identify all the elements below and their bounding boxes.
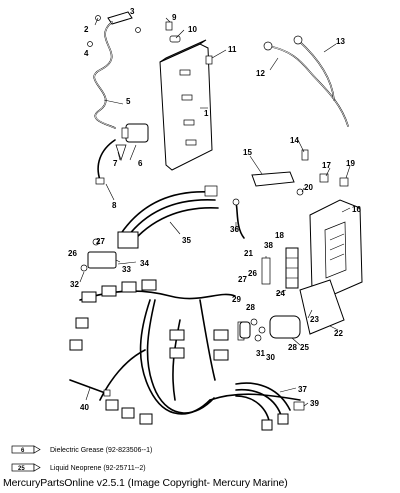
legend-num: 6 — [21, 448, 25, 454]
callout-39: 39 — [310, 399, 319, 408]
fuse-holder — [261, 247, 299, 289]
callout-leaders — [79, 17, 351, 407]
temperature-sensor — [95, 139, 116, 185]
sub-harness-37 — [235, 382, 305, 431]
cable-clamp-strap — [93, 11, 133, 129]
callout-17: 17 — [322, 161, 331, 170]
callout-40: 40 — [80, 403, 89, 412]
callout-20: 20 — [304, 183, 313, 192]
callout-36: 36 — [230, 225, 239, 234]
callout-14: 14 — [290, 136, 299, 145]
callout-32: 32 — [70, 280, 79, 289]
wire-harness-35 — [117, 185, 219, 249]
callout-19: 19 — [346, 159, 355, 168]
callout-37: 37 — [298, 385, 307, 394]
callout-30: 30 — [266, 353, 275, 362]
callout-7: 7 — [113, 159, 118, 168]
callout-27a: 27 — [96, 237, 105, 246]
legend-label: Dielectric Grease (92-823506--1) — [50, 447, 152, 454]
terminal-block — [80, 238, 117, 272]
callout-31: 31 — [256, 349, 265, 358]
mounting-bracket — [159, 39, 213, 171]
callout-26a: 26 — [68, 249, 77, 258]
callout-5: 5 — [126, 97, 131, 106]
battery-cables — [263, 35, 349, 127]
callout-15: 15 — [243, 148, 252, 157]
callout-38: 38 — [264, 241, 273, 250]
engine-control-module — [309, 199, 363, 297]
callout-28b: 28 — [288, 343, 297, 352]
legend-num: 25 — [18, 466, 25, 472]
callout-23: 23 — [310, 315, 319, 324]
callout-13: 13 — [336, 37, 345, 46]
ground-wire — [232, 198, 245, 239]
callout-6: 6 — [138, 159, 143, 168]
callout-16: 16 — [352, 205, 361, 214]
callout-33: 33 — [122, 265, 131, 274]
bracket-screws — [87, 15, 141, 47]
main-engine-harness — [69, 279, 301, 425]
callout-2: 2 — [84, 25, 89, 34]
callout-24: 24 — [276, 289, 285, 298]
callout-34: 34 — [140, 259, 149, 268]
cable-tie — [69, 379, 111, 397]
callout-26b: 26 — [248, 269, 257, 278]
callout-9: 9 — [172, 13, 177, 22]
hardware-9-10-11 — [165, 21, 213, 65]
ignition-coil — [115, 123, 149, 162]
callout-25: 25 — [300, 343, 309, 352]
callout-22: 22 — [334, 329, 343, 338]
callout-35: 35 — [182, 236, 191, 245]
callout-labels: 1 2 3 4 5 6 7 8 9 10 11 12 13 14 15 16 1… — [68, 7, 361, 412]
callout-11: 11 — [228, 45, 237, 54]
legend-label: Liquid Neoprene (92-25711--2) — [50, 465, 146, 472]
legend-item-liquid-neoprene: 25 Liquid Neoprene (92-25711--2) — [11, 463, 146, 472]
callout-29: 29 — [232, 295, 241, 304]
callout-1: 1 — [204, 109, 209, 118]
callout-27b: 27 — [238, 275, 247, 284]
legend: 6 Dielectric Grease (92-823506--1) 25 Li… — [11, 445, 152, 472]
callout-8: 8 — [112, 201, 117, 210]
legend-item-dielectric-grease: 6 Dielectric Grease (92-823506--1) — [11, 445, 152, 454]
callout-18: 18 — [275, 231, 284, 240]
callout-10: 10 — [188, 25, 197, 34]
callout-4: 4 — [84, 49, 89, 58]
copyright-footer: MercuryPartsOnline v2.5.1 (Image Copyrig… — [3, 477, 288, 489]
hardware-14-20 — [251, 149, 349, 196]
callout-21: 21 — [244, 249, 253, 258]
callout-3: 3 — [130, 7, 135, 16]
callout-28a: 28 — [246, 303, 255, 312]
callout-12: 12 — [256, 69, 265, 78]
